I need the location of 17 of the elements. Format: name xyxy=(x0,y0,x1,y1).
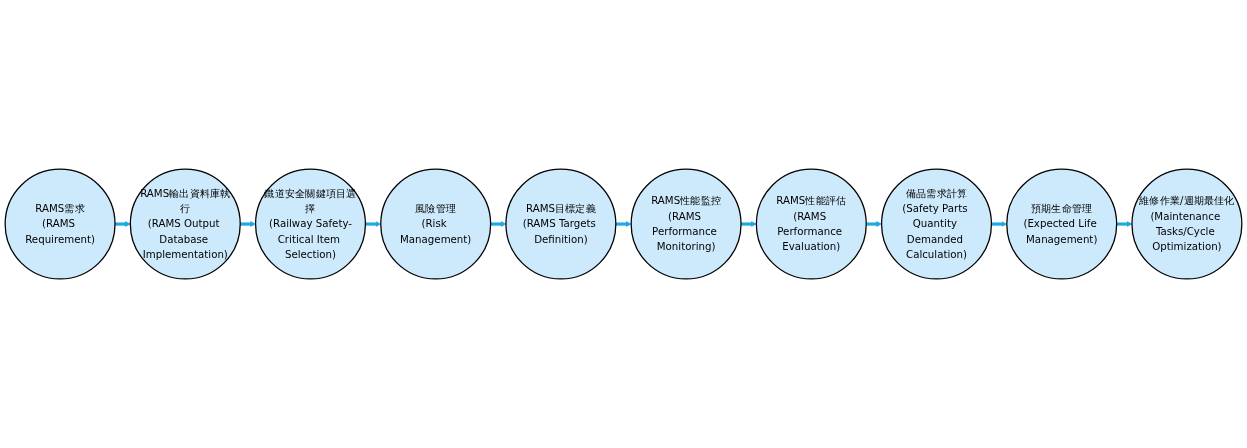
arrow xyxy=(365,221,381,227)
arrow xyxy=(490,221,507,227)
node-circle: RAMS目標定義 (RAMS Targets Definition) xyxy=(505,168,617,280)
node-circle: RAMS輸出資料庫執行 (RAMS Output Database Implementation) xyxy=(129,168,241,280)
node-circle: RAMS需求 (RAMS Requirement) xyxy=(4,168,116,280)
node-circle: 預期生命管理 (Expected Life Management) xyxy=(1006,168,1118,280)
arrow xyxy=(1116,221,1133,227)
arrow xyxy=(615,221,632,227)
node-circle: RAMS性能監控 (RAMS Performance Monitoring) xyxy=(630,168,742,280)
node-circle: 鐵道安全關鍵項目選擇 (Railway Safety-Critical Item Selection) xyxy=(254,168,367,280)
arrow xyxy=(740,221,757,227)
node-circle: 維修作業/週期最佳化 (Maintenance Tasks/Cycle Optimization) xyxy=(1131,168,1243,280)
node-circle: 風險管理 (Risk Management) xyxy=(380,168,492,280)
arrow xyxy=(239,221,256,227)
node-circle: 備品需求計算 (Safety Parts Quantity Demanded Calculation) xyxy=(880,168,993,280)
arrow xyxy=(114,221,131,227)
node-circle: RAMS性能評估 (RAMS Performance Evaluation) xyxy=(755,168,867,280)
